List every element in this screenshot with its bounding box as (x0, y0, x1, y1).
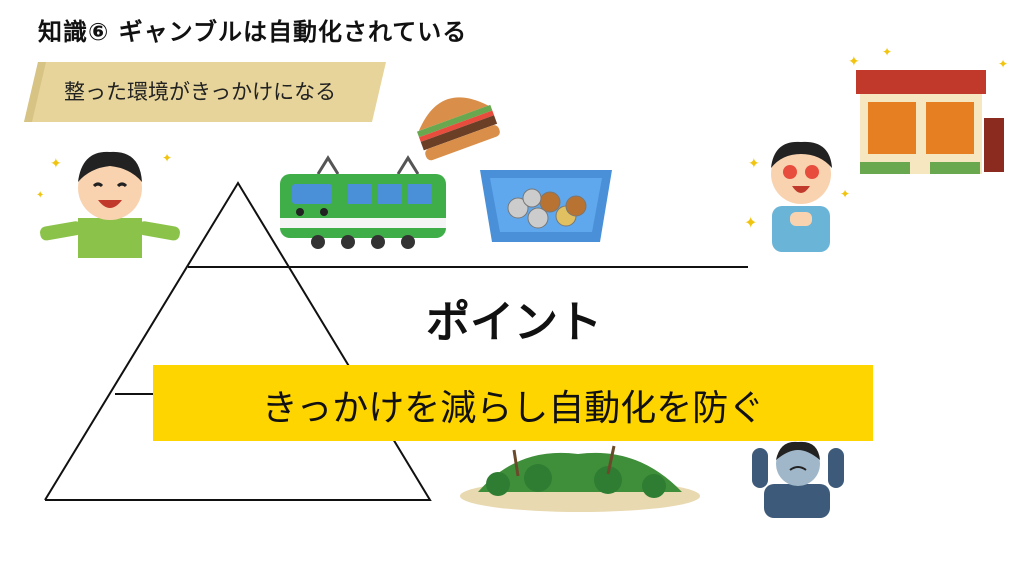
svg-text:✦: ✦ (882, 45, 892, 59)
highlight-box (153, 365, 873, 441)
svg-text:✦: ✦ (162, 151, 172, 165)
worried-man-icon (752, 441, 844, 518)
happy-boy-icon: ✦ ✦ ✦ (36, 151, 180, 258)
island-icon (460, 445, 700, 512)
svg-text:✦: ✦ (998, 57, 1008, 71)
hamburger-icon (416, 97, 500, 161)
train-icon (280, 155, 446, 249)
page-title: 知識⑥ ギャンブルは自動化されている (38, 18, 468, 46)
banner-text: 整った環境がきっかけになる (64, 80, 337, 104)
point-heading: ポイント (426, 297, 602, 348)
svg-text:✦: ✦ (36, 190, 44, 201)
banner-ribbon (24, 62, 386, 122)
svg-text:✦: ✦ (840, 187, 850, 201)
coin-tray-icon (480, 170, 612, 242)
svg-text:✦: ✦ (848, 54, 860, 70)
excited-man-icon: ✦ ✦ ✦ (744, 141, 850, 252)
highlight-message: きっかけを減らし自動化を防ぐ (261, 388, 765, 429)
svg-text:✦: ✦ (748, 156, 760, 172)
svg-text:✦: ✦ (50, 156, 62, 172)
pachinko-shop-icon: ✦ ✦ ✦ (848, 45, 1008, 174)
svg-text:✦: ✦ (744, 213, 757, 232)
